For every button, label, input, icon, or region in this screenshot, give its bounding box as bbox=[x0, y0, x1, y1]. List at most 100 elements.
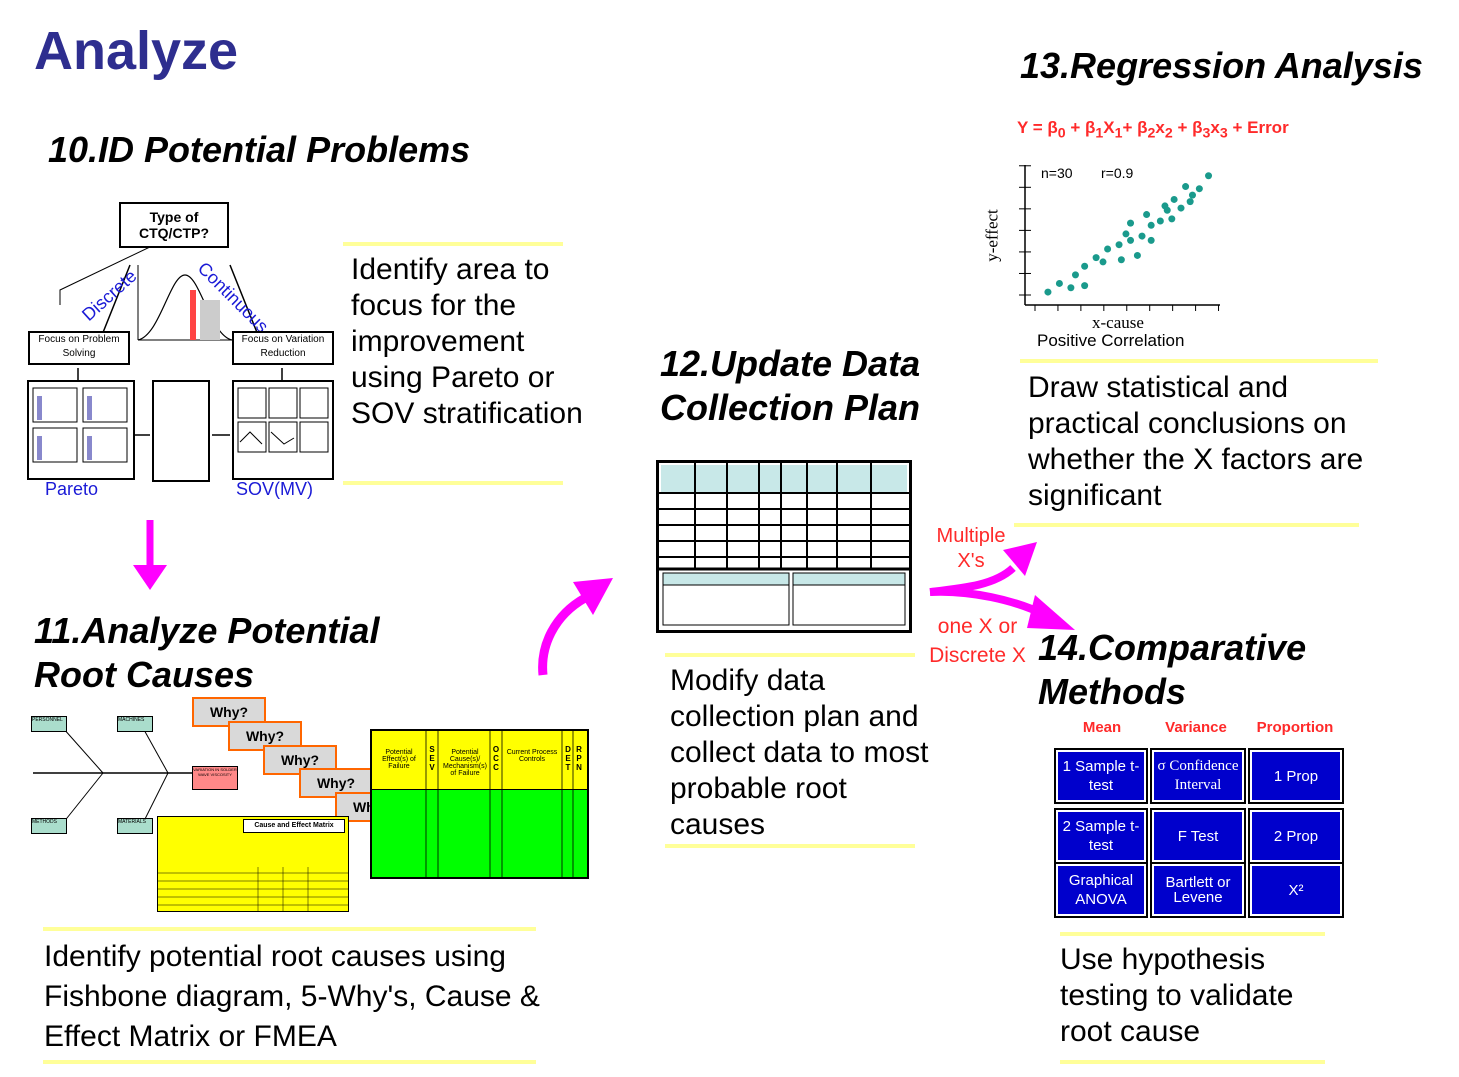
step11-heading: 11.Analyze Potential Root Causes bbox=[34, 610, 380, 695]
scatter-point bbox=[1115, 241, 1123, 249]
fmea-grid bbox=[425, 731, 574, 877]
step11-description: Identify potential root causes using Fis… bbox=[44, 940, 540, 1053]
scatter-point bbox=[1163, 206, 1171, 214]
col-mean: Mean bbox=[1082, 719, 1122, 736]
scatter-point bbox=[1055, 279, 1063, 287]
divider bbox=[1014, 523, 1359, 527]
divider bbox=[43, 927, 536, 931]
scatter-point bbox=[1156, 217, 1164, 225]
step13-description: Draw statistical and practical conclusio… bbox=[1028, 371, 1364, 512]
chart-annotation-r: r=0.9 bbox=[1101, 165, 1134, 181]
scatter-point bbox=[1092, 254, 1100, 262]
chart-annotation-n: n=30 bbox=[1041, 165, 1073, 181]
cell-1-prop: 1 Prop bbox=[1248, 748, 1344, 804]
scatter-point bbox=[1081, 282, 1089, 290]
matrix-grid bbox=[158, 867, 348, 911]
scatter-point bbox=[1071, 271, 1079, 279]
cell-chi-square: X² bbox=[1248, 862, 1344, 918]
scatter-point bbox=[1138, 232, 1146, 240]
label-one-x: one X or Discrete X bbox=[929, 615, 1026, 667]
fmea-table: Potential Effect(s) of Failure S E V Pot… bbox=[370, 729, 589, 879]
chart-ylabel: y-effect bbox=[982, 209, 1002, 262]
fmea-col-sev: S E V bbox=[429, 745, 435, 772]
scatter-point bbox=[1117, 256, 1125, 264]
divider bbox=[665, 844, 915, 848]
scatter-point bbox=[1170, 195, 1178, 203]
step10-heading: 10.ID Potential Problems bbox=[48, 129, 471, 170]
fishbone-machines: MACHINES bbox=[117, 716, 153, 732]
focus-problem-solving: Focus on Problem Solving bbox=[28, 331, 130, 365]
fmea-header-row bbox=[372, 731, 587, 790]
step10-description: Identify area to focus for the improveme… bbox=[351, 253, 583, 430]
sov-charts bbox=[232, 380, 334, 480]
scatter-point bbox=[1177, 204, 1185, 212]
cell-2-sample-t-test: 2 Sample t-test bbox=[1054, 808, 1148, 864]
fishbone-lines bbox=[33, 727, 193, 824]
cell-2-prop: 2 Prop bbox=[1248, 808, 1344, 864]
step14-description: Use hypothesis testing to validate root … bbox=[1060, 943, 1294, 1048]
fishbone-personnel: PERSONNEL bbox=[31, 716, 67, 732]
data-collection-plan-form bbox=[656, 460, 912, 633]
divider bbox=[343, 242, 563, 246]
scatter-point bbox=[1099, 258, 1107, 266]
scatter-point bbox=[1147, 236, 1155, 244]
scatter-point bbox=[1127, 236, 1135, 244]
comparative-tools-box bbox=[152, 380, 210, 482]
scatter-point bbox=[1067, 284, 1075, 292]
scatter-point bbox=[1127, 219, 1135, 227]
focus-variation-reduction: Focus on Variation Reduction bbox=[232, 331, 334, 365]
divider bbox=[1060, 1060, 1325, 1064]
fmea-col-occ: O C C bbox=[492, 745, 500, 772]
fmea-col-effect: Potential Effect(s) of Failure bbox=[382, 749, 416, 770]
scatter-point bbox=[1205, 172, 1213, 180]
cell-f-test: F Test bbox=[1150, 808, 1246, 864]
col-proportion: Proportion bbox=[1256, 719, 1334, 736]
arrow-curved-up bbox=[538, 578, 613, 676]
fishbone-materials: MATERIALS bbox=[117, 818, 153, 834]
cell-sigma-confidence-interval: σ Confidence Interval bbox=[1150, 748, 1246, 804]
scatter-point bbox=[1081, 262, 1089, 270]
scatter-point bbox=[1104, 245, 1112, 253]
matrix-title: Cause and Effect Matrix bbox=[243, 819, 345, 833]
divider bbox=[1020, 359, 1378, 363]
cell-1-sample-t-test: 1 Sample t-test bbox=[1054, 748, 1148, 804]
label-pareto: Pareto bbox=[45, 479, 99, 499]
scatter-point bbox=[1143, 211, 1151, 219]
scatter-point bbox=[1195, 185, 1203, 193]
divider bbox=[665, 653, 915, 657]
divider bbox=[43, 1060, 536, 1064]
divider bbox=[1060, 932, 1325, 936]
cause-effect-matrix: Cause and Effect Matrix bbox=[157, 816, 349, 912]
scatter-point bbox=[1188, 191, 1196, 199]
divider bbox=[343, 481, 563, 485]
scatter-point bbox=[1122, 230, 1130, 238]
cell-bartlett-levene: Bartlett or Levene bbox=[1150, 862, 1246, 918]
fmea-col-det: D E T bbox=[565, 745, 571, 772]
scatter-plot bbox=[1019, 165, 1220, 311]
plan-form-grid bbox=[659, 463, 909, 626]
col-variance: Variance bbox=[1165, 719, 1227, 736]
sov-thumbnails bbox=[237, 387, 329, 453]
chart-title: Positive Correlation bbox=[1037, 331, 1185, 350]
chart-xlabel: x-cause bbox=[1092, 313, 1144, 332]
step14-heading: 14.Comparative Methods bbox=[1038, 627, 1307, 712]
fmea-col-rpn: R P N bbox=[576, 745, 582, 772]
fmea-col-controls: Current Process Controls bbox=[506, 749, 558, 763]
cell-graphical-anova: Graphical ANOVA bbox=[1054, 862, 1148, 918]
decision-box: Type of CTQ/CTP? bbox=[119, 202, 229, 248]
fishbone-effect: VARIATION IN SOLDER WAVE VISCOSITY bbox=[192, 766, 238, 790]
scatter-point bbox=[1133, 251, 1141, 259]
scatter-point bbox=[1168, 215, 1176, 223]
pareto-thumbnails bbox=[32, 387, 128, 463]
regression-equation: Y = β0 + β1X1+ β2x2 + β3x3 + Error bbox=[1017, 118, 1289, 142]
branch-arrows bbox=[929, 542, 1075, 630]
step12-description: Modify data collection plan and collect … bbox=[670, 664, 929, 841]
label-sov: SOV(MV) bbox=[236, 479, 314, 499]
label-multiple-xs: Multiple X's bbox=[936, 525, 1006, 572]
scatter-point bbox=[1182, 183, 1190, 191]
fmea-col-cause: Potential Cause(s)/ Mechanism(s) of Fail… bbox=[443, 749, 487, 777]
step12-heading: 12.Update Data Collection Plan bbox=[660, 343, 921, 428]
scatter-point bbox=[1186, 198, 1194, 206]
pareto-charts bbox=[27, 380, 135, 480]
page-title: Analyze bbox=[34, 21, 239, 81]
